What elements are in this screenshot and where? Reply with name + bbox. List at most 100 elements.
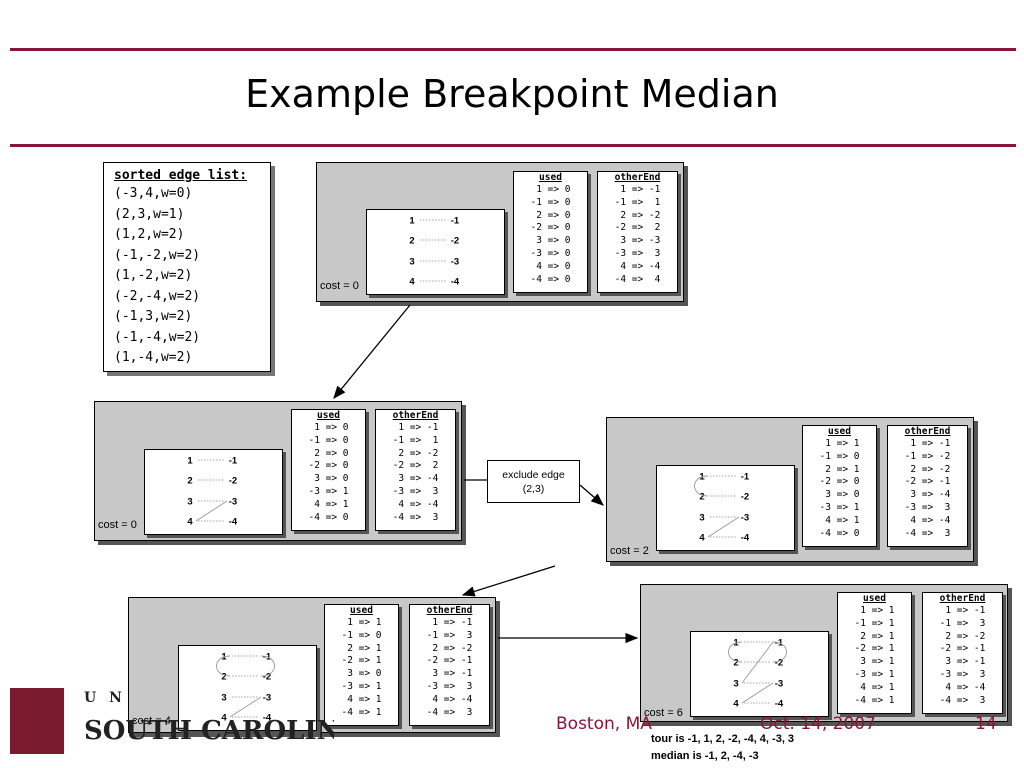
table-row: 4 => 0 bbox=[530, 260, 571, 272]
table-row: -4 => 4 bbox=[614, 273, 661, 285]
table-row: -2 => 0 bbox=[819, 476, 860, 488]
node-label: -2 bbox=[263, 672, 271, 683]
table-row: 1 => -1 bbox=[904, 438, 951, 449]
table-row: -1 => 0 bbox=[530, 196, 571, 208]
edge-item: (1,-4,w=2) bbox=[114, 350, 193, 365]
used-table: used 1 => 1-1 => 0 2 => 1-2 => 0 3 => 0-… bbox=[802, 425, 877, 547]
chosen-edge bbox=[694, 475, 709, 497]
table-row: 3 => -1 bbox=[939, 656, 986, 668]
used-header: used bbox=[828, 426, 851, 437]
table-row: -3 => 3 bbox=[904, 501, 951, 513]
table-row: -3 => 1 bbox=[308, 485, 349, 497]
table-row: -2 => 2 bbox=[392, 460, 439, 472]
node-label: 3 bbox=[221, 693, 226, 704]
chosen-edge bbox=[260, 655, 275, 677]
table-row: -4 => 0 bbox=[530, 273, 571, 285]
table-row: 2 => -2 bbox=[614, 209, 661, 221]
node-label: -3 bbox=[451, 257, 459, 268]
node-graph: 1-12-23-34-4 bbox=[694, 472, 750, 544]
table-row: -2 => -1 bbox=[904, 476, 951, 488]
table-row: 1 => 0 bbox=[308, 422, 349, 433]
table-row: 1 => -1 bbox=[392, 422, 439, 433]
edge-item: (1,-2,w=2) bbox=[114, 268, 193, 283]
node-label: -4 bbox=[229, 517, 238, 528]
table-row: -2 => -1 bbox=[939, 643, 986, 655]
table-row: -2 => 0 bbox=[308, 460, 349, 472]
node-label: -2 bbox=[775, 658, 783, 669]
table-row: 4 => 1 bbox=[308, 498, 349, 510]
chosen-edge bbox=[707, 516, 740, 538]
table-row: 2 => 0 bbox=[308, 447, 349, 459]
table-row: -1 => 0 bbox=[341, 629, 382, 641]
used-table: used 1 => 1-1 => 1 2 => 1-2 => 1 3 => 1-… bbox=[837, 592, 912, 714]
table-row: -1 => 1 bbox=[392, 434, 439, 446]
table-row: -1 => 0 bbox=[819, 450, 860, 462]
node-label: 2 bbox=[733, 658, 738, 669]
cost-label: cost = 2 bbox=[610, 545, 649, 557]
table-row: -2 => 1 bbox=[341, 655, 382, 667]
table-row: 2 => 1 bbox=[819, 463, 860, 475]
table-row: 1 => 1 bbox=[854, 605, 895, 616]
sorted-edge-list-header: sorted edge list: bbox=[114, 168, 248, 183]
table-row: -3 => 3 bbox=[392, 485, 439, 497]
node-label: -4 bbox=[775, 699, 784, 710]
table-row: -3 => 1 bbox=[341, 680, 382, 692]
table-row: -4 => 3 bbox=[392, 511, 439, 523]
chosen-edge bbox=[195, 500, 228, 522]
chosen-edge bbox=[741, 682, 774, 704]
table-row: -4 => 0 bbox=[308, 511, 349, 523]
arrow-3-to-4 bbox=[461, 565, 556, 597]
table-row: 2 => -2 bbox=[904, 463, 951, 475]
table-row: 1 => -1 bbox=[939, 605, 986, 616]
used-header: used bbox=[863, 593, 886, 604]
footer-location: Boston, MA bbox=[556, 714, 652, 734]
table-row: 2 => 0 bbox=[530, 209, 571, 221]
logo-text-top: U N bbox=[84, 690, 126, 706]
cost-label: cost = 0 bbox=[320, 280, 359, 292]
table-row: 4 => -4 bbox=[904, 514, 951, 526]
sorted-edge-list: sorted edge list: (-3,4,w=0) (2,3,w=1) (… bbox=[103, 162, 271, 372]
otherend-header: otherEnd bbox=[904, 426, 951, 437]
edge-item: (-1,-4,w=2) bbox=[114, 329, 201, 345]
table-row: -2 => -1 bbox=[426, 655, 473, 667]
node-label: 3 bbox=[699, 513, 704, 524]
used-table: used 1 => 0-1 => 0 2 => 0-2 => 0 3 => 0-… bbox=[291, 409, 366, 531]
node-label: 4 bbox=[733, 699, 739, 710]
node-graph: 1-12-23-34-4 bbox=[216, 652, 275, 724]
table-row: -1 => -2 bbox=[904, 450, 951, 462]
table-row: 3 => 0 bbox=[530, 235, 571, 247]
node-label: 2 bbox=[187, 476, 192, 487]
tour-text: tour is -1, 1, 2, -2, -4, 4, -3, 3 bbox=[651, 733, 795, 745]
table-row: 1 => -1 bbox=[426, 617, 473, 628]
table-row: 1 => 0 bbox=[530, 184, 571, 195]
table-row: 2 => 1 bbox=[854, 630, 895, 642]
edge-item: (1,2,w=2) bbox=[114, 227, 185, 242]
table-row: 3 => 0 bbox=[819, 489, 860, 501]
table-row: 2 => -2 bbox=[939, 630, 986, 642]
otherend-header: otherEnd bbox=[939, 593, 986, 604]
cost-label: cost = 0 bbox=[98, 519, 137, 531]
title-rule bbox=[10, 144, 1016, 147]
node-label: -3 bbox=[229, 497, 237, 508]
table-row: 3 => 1 bbox=[854, 656, 895, 668]
exclude-edge-line1: exclude edge bbox=[502, 469, 565, 481]
table-row: -3 => 1 bbox=[854, 668, 895, 680]
node-label: 4 bbox=[221, 713, 227, 724]
table-row: 3 => 0 bbox=[308, 473, 349, 485]
node-label: 2 bbox=[221, 672, 226, 683]
node-label: -2 bbox=[741, 492, 749, 503]
table-row: -4 => 3 bbox=[939, 694, 986, 706]
used-header: used bbox=[350, 605, 373, 616]
node-label: 2 bbox=[699, 492, 704, 503]
used-header: used bbox=[539, 172, 562, 183]
table-row: 2 => -2 bbox=[392, 447, 439, 459]
node-label: -1 bbox=[741, 472, 750, 483]
table-row: 4 => -4 bbox=[426, 693, 473, 705]
median-text: median is -1, 2, -4, -3 bbox=[651, 750, 759, 762]
chosen-edge bbox=[728, 641, 743, 663]
table-row: -4 => 1 bbox=[854, 694, 895, 706]
table-row: -4 => 0 bbox=[819, 527, 860, 539]
